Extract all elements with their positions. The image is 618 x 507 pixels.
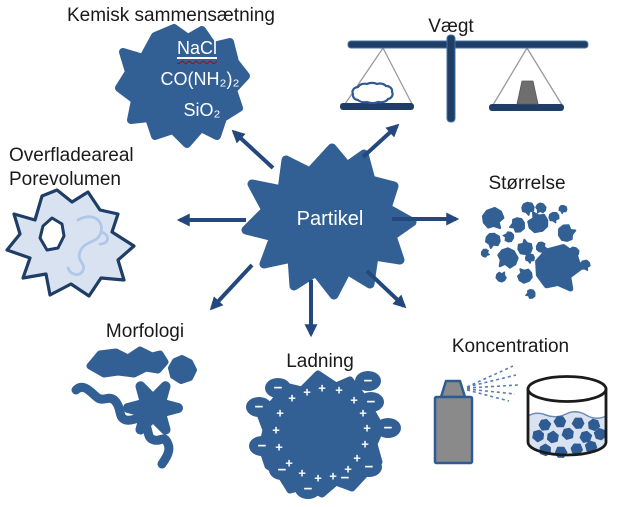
- charge-sign: +: [314, 471, 322, 486]
- particle-cloud-icon: [351, 81, 394, 105]
- negative-ion: [332, 468, 358, 488]
- charge-sign: +: [359, 406, 367, 421]
- pore-channel: [98, 230, 110, 246]
- charge-sign: +: [303, 385, 311, 400]
- charge-sign: +: [318, 381, 326, 396]
- charge-sign: +: [298, 466, 306, 481]
- pore-volume-label: Porevolumen: [9, 169, 121, 190]
- charge-sign: −: [341, 470, 350, 487]
- center-particle-illustration: [241, 143, 417, 300]
- negative-ion: [269, 460, 295, 480]
- charge-sign: +: [361, 437, 369, 452]
- balance-scale-icon: [340, 34, 589, 123]
- arrow-to-concentration: [365, 269, 407, 309]
- arrow-to-morphology: [209, 263, 254, 311]
- charge-sign: +: [288, 391, 296, 406]
- left-pan: [340, 103, 414, 110]
- pore-channel: [66, 215, 103, 276]
- negative-ion: [265, 378, 291, 398]
- beaker-icon: [526, 375, 609, 460]
- elongated-blob: [86, 346, 169, 378]
- concentration-label: Koncentration: [451, 336, 570, 357]
- negative-ion: [249, 436, 275, 456]
- can-body: [433, 395, 474, 465]
- charge-sign: +: [363, 421, 371, 436]
- charge-illustration: −−−−−−−−−−+++++++++++++++++: [246, 370, 401, 499]
- porous-blob: [5, 188, 136, 298]
- negative-ion: [246, 397, 272, 417]
- arrow-to-chemical: [231, 129, 275, 170]
- negative-ion: [375, 418, 401, 438]
- weight-label: Vægt: [428, 16, 474, 37]
- beaker-wall: [526, 387, 608, 457]
- charge-label: Ladning: [286, 351, 354, 372]
- charge-sign: −: [365, 459, 374, 476]
- right-pan: [489, 104, 564, 111]
- star-blob: [123, 381, 183, 435]
- negative-ion: [295, 479, 321, 499]
- charge-sign: −: [384, 420, 393, 437]
- charge-sign: +: [276, 406, 284, 421]
- charge-sign: −: [304, 481, 313, 498]
- chemical-composition-label: Kemisk sammensætning: [66, 5, 276, 26]
- charge-sign: +: [275, 440, 283, 455]
- snake-blob: [71, 382, 174, 469]
- negative-ion: [356, 457, 382, 477]
- size-label: Størrelse: [488, 173, 566, 194]
- can-nozzle: [439, 379, 467, 399]
- right-string: [492, 47, 528, 106]
- formula-urea: CO(NH₂)₂: [160, 69, 240, 89]
- charge-sign: −: [274, 380, 283, 397]
- charge-sign: +: [353, 451, 361, 466]
- charge-sign: +: [335, 383, 343, 398]
- center-particle-blob: [241, 143, 417, 300]
- morphology-label: Morfologi: [105, 321, 185, 342]
- surface-area-label: Overfladeareal: [9, 145, 134, 166]
- right-string: [526, 47, 563, 106]
- charge-sign: +: [344, 462, 352, 477]
- spray-mist: [466, 365, 519, 402]
- charge-sign: +: [272, 423, 280, 438]
- size-particles: [479, 198, 593, 301]
- charge-sign: −: [255, 399, 264, 416]
- arrow-to-weight: [361, 123, 400, 159]
- charge-sign: −: [367, 394, 376, 411]
- size-cluster-illustration: [479, 198, 593, 301]
- left-string: [344, 47, 384, 105]
- porous-particle-illustration: [5, 188, 136, 298]
- negative-ion: [355, 371, 381, 391]
- charge-sign: +: [285, 456, 293, 471]
- negative-ion: [358, 392, 384, 412]
- charge-sign: −: [258, 438, 267, 455]
- charge-sign: +: [350, 393, 358, 408]
- balance-beam: [347, 40, 589, 49]
- beaker-rim: [526, 375, 608, 403]
- formula-nacl: NaCl: [176, 38, 217, 58]
- round-blob: [168, 355, 197, 384]
- weight-icon: [516, 80, 539, 105]
- charge-sign: −: [364, 373, 373, 390]
- formula-sio2: SiO₂: [183, 100, 221, 120]
- charge-sign: +: [329, 469, 337, 484]
- balance-post: [446, 34, 456, 123]
- chemical-blob-illustration: [115, 24, 250, 148]
- charge-signs: −−−−−−−−−−+++++++++++++++++: [246, 371, 401, 499]
- spray-can-icon: [433, 365, 519, 465]
- center-particle-label: Partikel: [296, 208, 364, 230]
- pore-hole: [38, 216, 66, 252]
- charge-sign: −: [278, 462, 287, 479]
- left-string: [382, 47, 413, 105]
- morphology-illustration: [71, 346, 197, 469]
- chemical-particle-blob: [115, 24, 250, 148]
